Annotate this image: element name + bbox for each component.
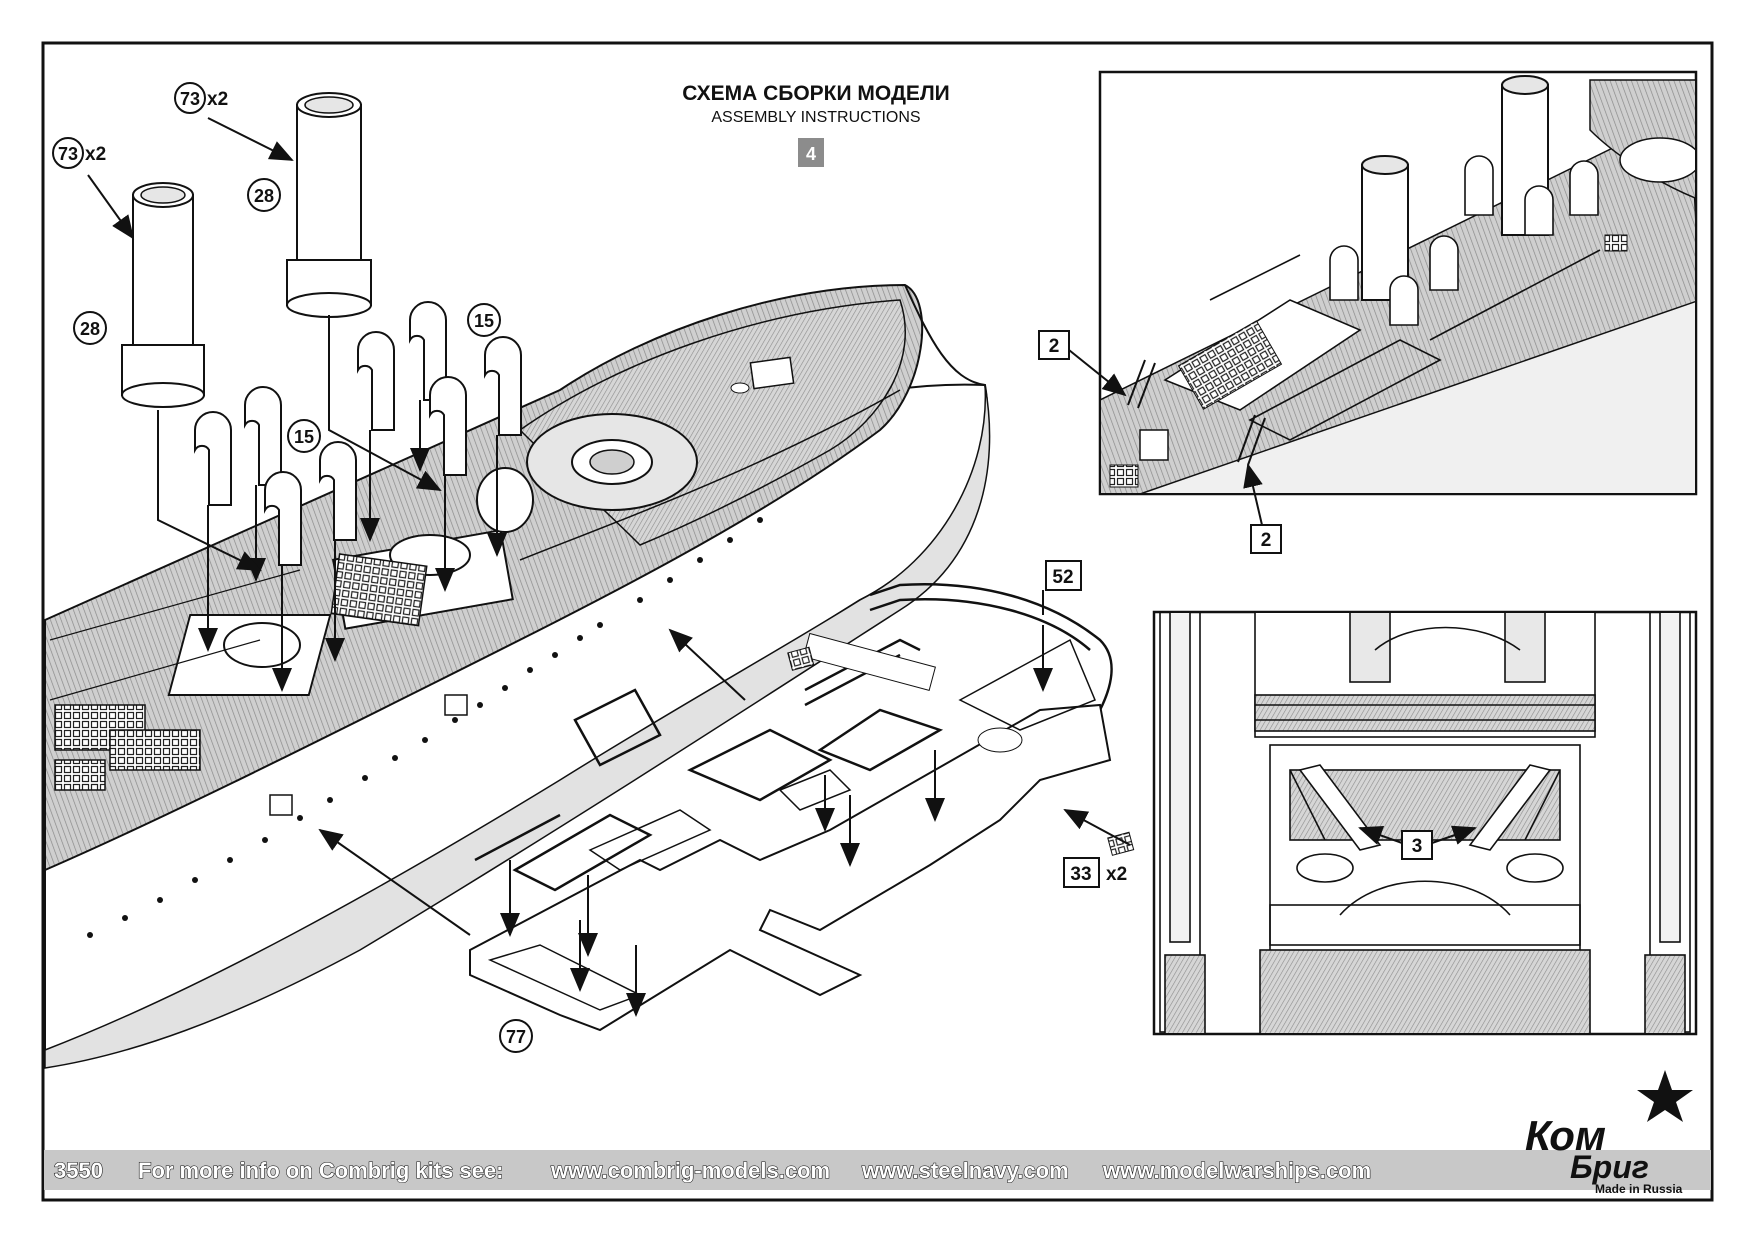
step-badge	[798, 138, 824, 167]
svg-text:52: 52	[1052, 567, 1073, 588]
callout-2-left: 2	[1038, 330, 1127, 397]
inset-ladders-part-2: 2 2	[1038, 70, 1698, 554]
kit-number: 3550	[54, 1158, 103, 1183]
link-combrig[interactable]: www.combrig-models.com	[549, 1157, 830, 1183]
svg-text:2: 2	[1261, 530, 1272, 551]
svg-text:3: 3	[1412, 836, 1423, 857]
footer: 3550 For more info on Combrig kits see: …	[44, 1150, 1711, 1190]
title-ru: СХЕМА СБОРКИ МОДЕЛИ	[682, 82, 950, 105]
ship-hull-main	[44, 283, 991, 1069]
title-en: ASSEMBLY INSTRUCTIONS	[711, 109, 920, 126]
callout-52: 52	[1042, 560, 1082, 615]
callout-28-right: 28	[247, 178, 281, 212]
svg-text:x2: x2	[85, 144, 106, 165]
inset-ladders-part-3: 3	[1152, 610, 1698, 1036]
grating-part-33	[787, 646, 1135, 856]
link-modelwarships[interactable]: www.modelwarships.com	[1101, 1157, 1371, 1183]
insertion-arrows	[157, 315, 507, 692]
logo-tagline: Made in Russia	[1595, 1182, 1683, 1196]
step-number: 4	[806, 144, 816, 164]
callout-73-top: 73 x2	[174, 82, 294, 161]
ventilators-part-15	[194, 301, 534, 566]
footer-band	[44, 1150, 1711, 1190]
svg-text:x2: x2	[1106, 864, 1127, 885]
callout-77: 77	[499, 1019, 533, 1053]
platform-arrows	[318, 625, 1053, 1017]
svg-text:2: 2	[1049, 336, 1060, 357]
callout-2-bottom: 2	[1243, 463, 1282, 554]
callout-73-left: 73 x2	[52, 137, 135, 240]
callout-3: 3	[1358, 825, 1477, 860]
header: СХЕМА СБОРКИ МОДЕЛИ ASSEMBLY INSTRUCTION…	[682, 82, 950, 167]
callout-15-mid: 15	[287, 419, 321, 453]
funnel-part-28-left	[121, 182, 205, 408]
funnel-part-28-right	[286, 92, 372, 318]
callout-33: 33 x2	[1063, 857, 1127, 888]
svg-text:77: 77	[506, 1027, 526, 1047]
svg-text:15: 15	[294, 427, 314, 447]
link-steelnavy[interactable]: www.steelnavy.com	[860, 1157, 1069, 1183]
svg-text:73: 73	[58, 144, 78, 164]
sheet-border	[41, 41, 1714, 1202]
info-text: For more info on Combrig kits see:	[138, 1158, 503, 1183]
callout-15-top: 15	[467, 303, 501, 337]
logo-line1: Ком	[1525, 1112, 1606, 1159]
logo-line2: Бриг	[1570, 1149, 1649, 1185]
callout-28-left: 28	[73, 311, 107, 345]
svg-text:28: 28	[254, 186, 274, 206]
portholes	[87, 517, 763, 938]
svg-text:33: 33	[1070, 864, 1091, 885]
svg-text:15: 15	[474, 311, 494, 331]
star-icon	[1637, 1070, 1693, 1122]
svg-text:x2: x2	[207, 89, 228, 110]
svg-text:28: 28	[80, 319, 100, 339]
combrig-logo: Ком Бриг Made in Russia	[1525, 1070, 1693, 1196]
svg-text:73: 73	[180, 89, 200, 109]
